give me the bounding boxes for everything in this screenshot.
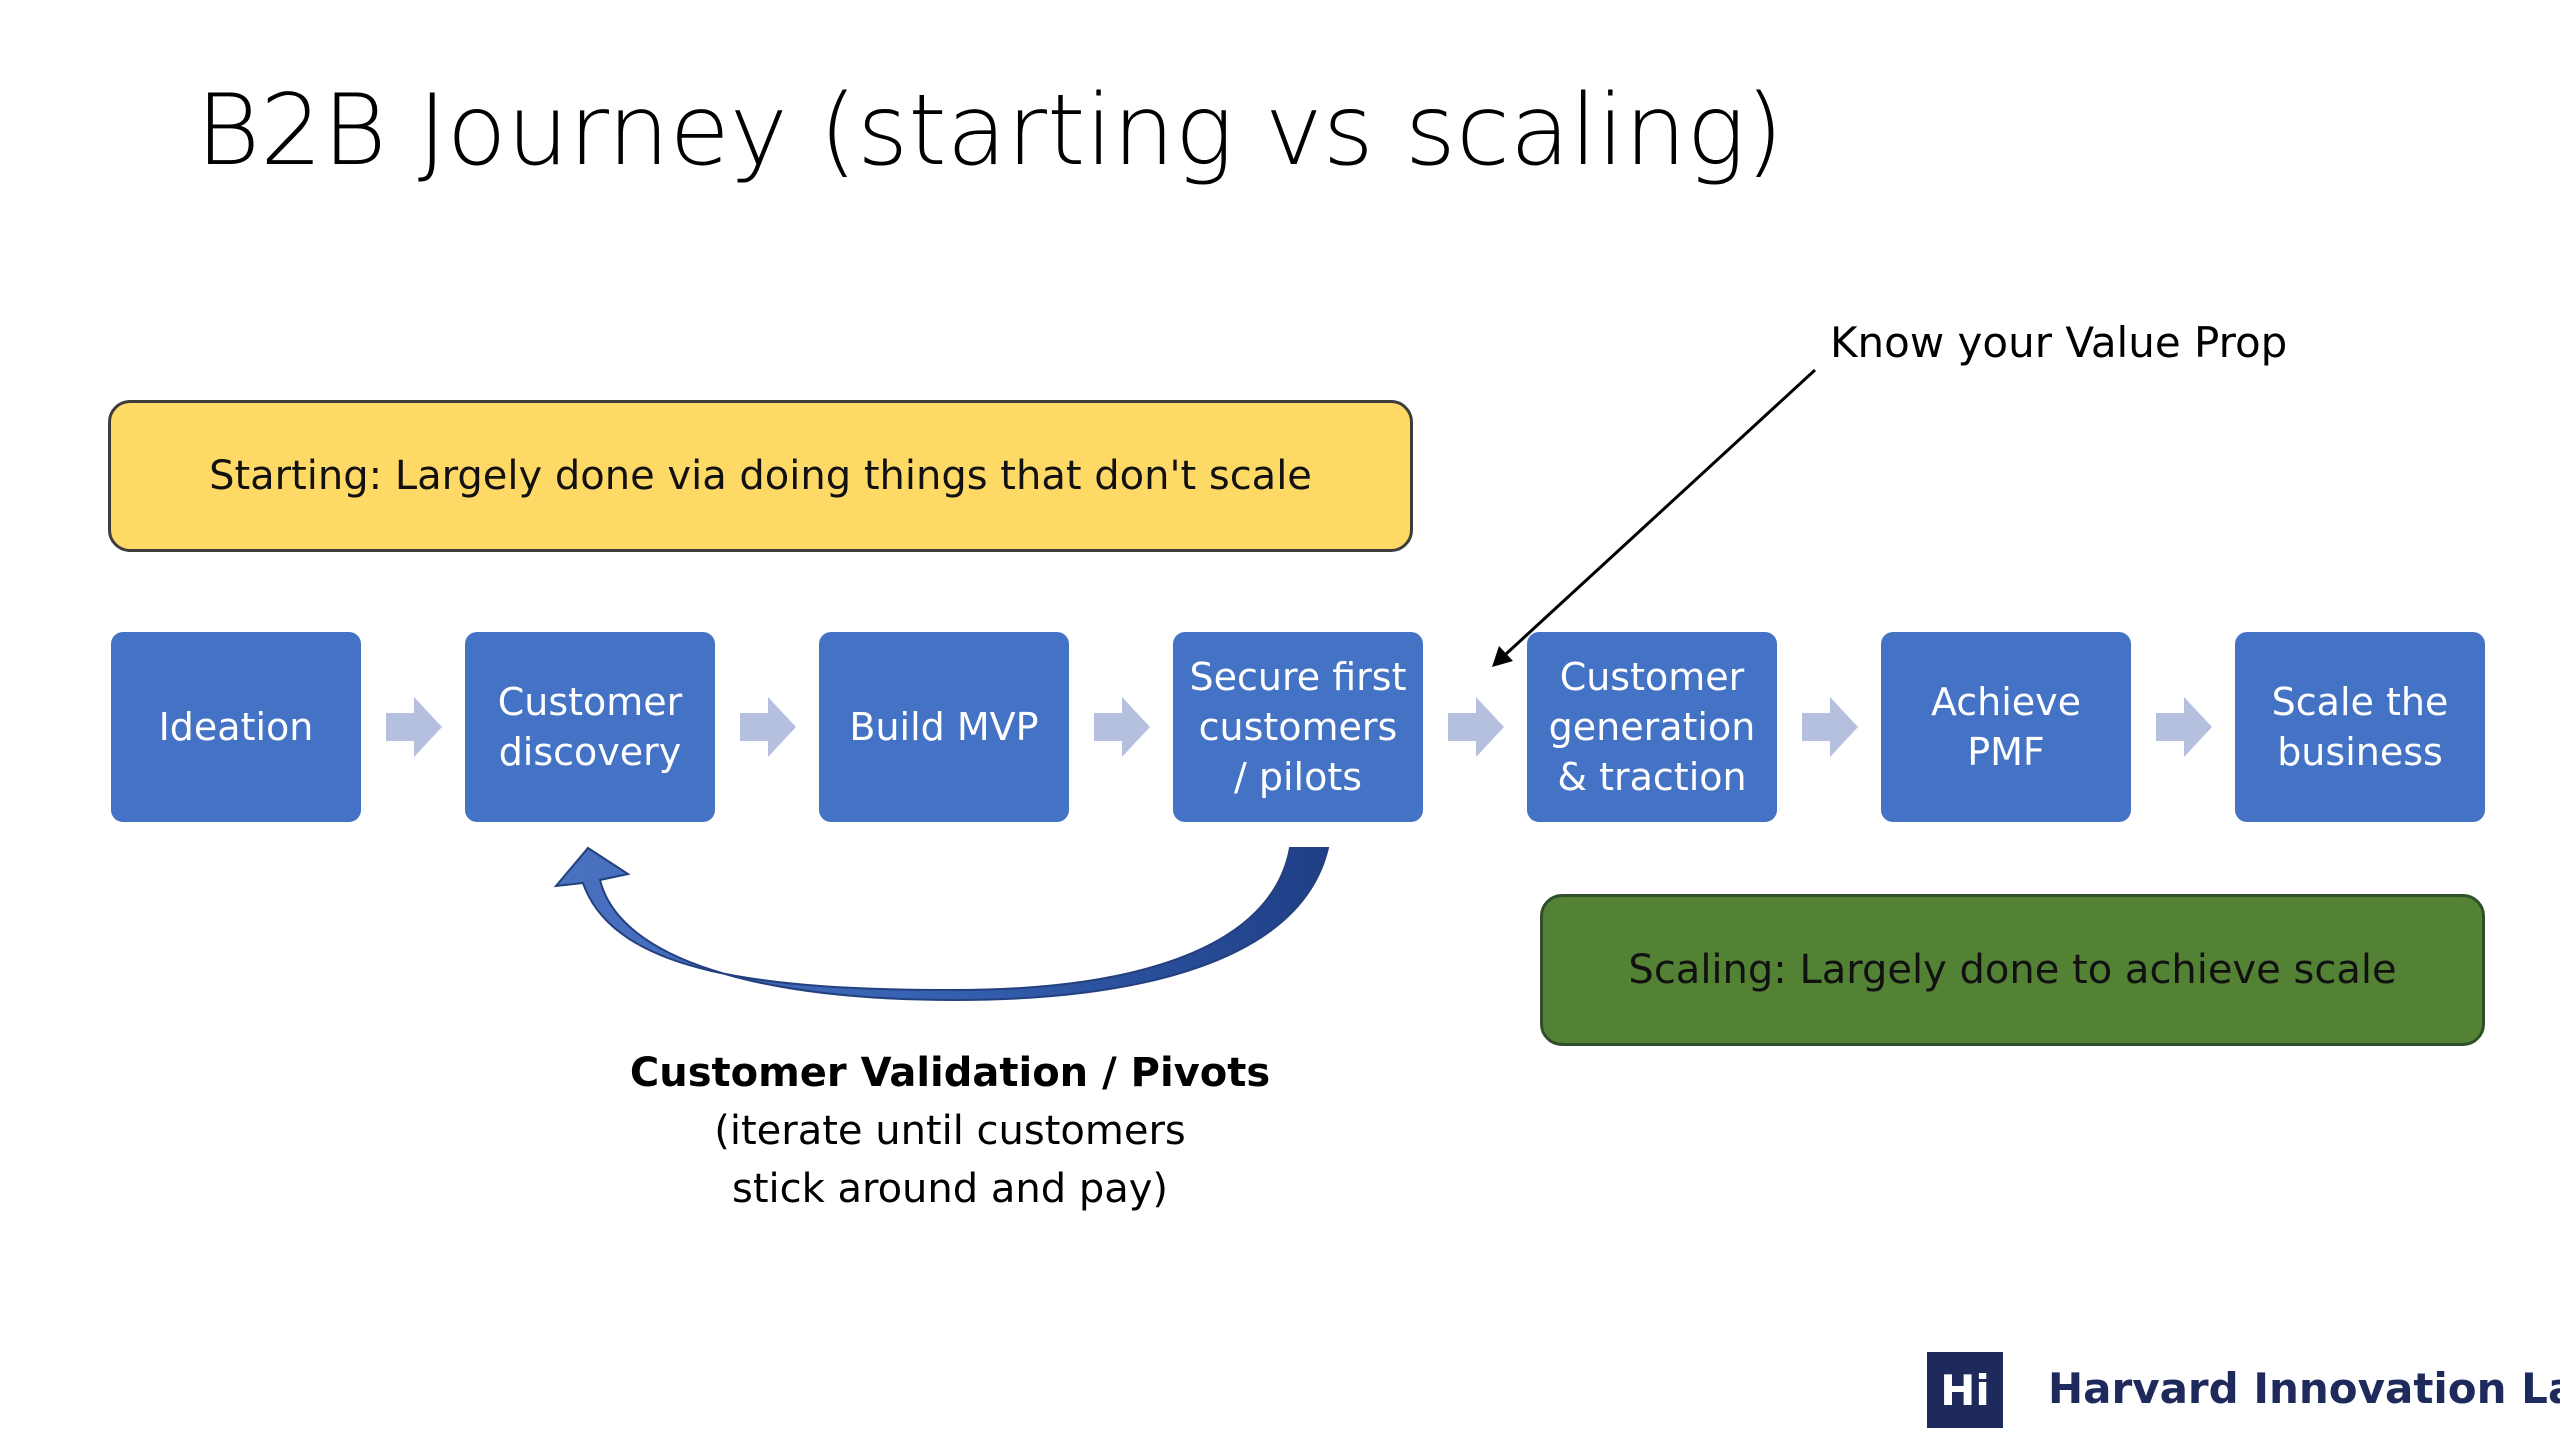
pointer-arrow-icon <box>1492 368 1817 667</box>
validation-title: Customer Validation / Pivots <box>629 1050 1271 1096</box>
loop-arrow-icon <box>553 846 1330 1002</box>
slide-title: B2B Journey (starting vs scaling) <box>196 74 1784 188</box>
step-customer-discovery: Customer discovery <box>465 632 715 822</box>
chevron-arrow-icon <box>1094 697 1150 757</box>
step-secure-first-customers: Secure first customers / pilots <box>1173 632 1423 822</box>
step-customer-generation: Customer generation & traction <box>1527 632 1777 822</box>
chevron-arrow-icon <box>2156 697 2212 757</box>
validation-caption: Customer Validation / Pivots (iterate un… <box>540 1044 1360 1218</box>
logo-mark: Hi <box>1927 1352 2003 1428</box>
chevron-arrow-icon <box>1448 697 1504 757</box>
chevron-arrow-icon <box>740 697 796 757</box>
starting-banner: Starting: Largely done via doing things … <box>108 400 1413 552</box>
step-build-mvp: Build MVP <box>819 632 1069 822</box>
value-prop-annotation: Know your Value Prop <box>1830 318 2288 367</box>
chevron-arrow-icon <box>1802 697 1858 757</box>
scaling-banner: Scaling: Largely done to achieve scale <box>1540 894 2485 1046</box>
validation-subtitle: (iterate until customers stick around an… <box>714 1108 1186 1212</box>
chevron-arrow-icon <box>386 697 442 757</box>
step-achieve-pmf: Achieve PMF <box>1881 632 2131 822</box>
step-scale-business: Scale the business <box>2235 632 2485 822</box>
logo-name: Harvard Innovation Labs <box>2048 1364 2560 1413</box>
step-ideation: Ideation <box>111 632 361 822</box>
